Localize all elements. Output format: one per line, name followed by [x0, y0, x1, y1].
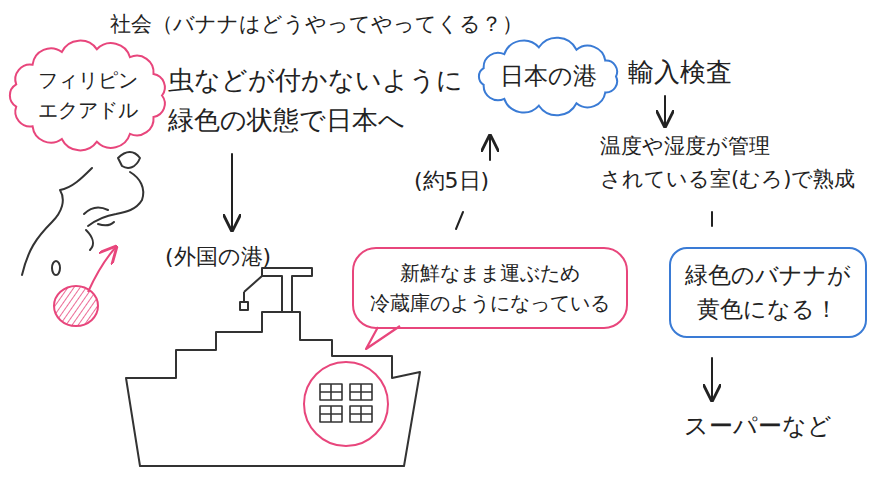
continent-coast	[22, 168, 92, 275]
philippines-oval	[54, 286, 98, 326]
note-text: (外国の港)	[165, 240, 271, 274]
arrow-down	[231, 154, 233, 230]
rounded-box: 緑色のバナナが 黄色になる！	[669, 247, 867, 338]
note-text: 虫などが付かないように 緑色の状態で日本へ	[168, 60, 464, 141]
island-north	[118, 152, 140, 168]
note-text: スーパーなど	[684, 408, 832, 445]
cloud-line	[478, 37, 616, 115]
small-island	[52, 261, 60, 275]
containers	[320, 384, 372, 422]
node-text: フィリピン エクアドル	[35, 65, 141, 125]
cloud-shape: フィリピン エクアドル	[6, 41, 170, 150]
cloud-shape: 日本の港	[473, 39, 624, 114]
node-text: 緑色のバナナが 黄色になる！	[684, 258, 852, 327]
crane-hook	[240, 276, 262, 310]
ship-hull	[126, 312, 420, 466]
map-sketch	[22, 152, 143, 275]
bubble-tail	[366, 326, 400, 349]
island-shikoku	[98, 222, 114, 225]
note-text: 輸入検査	[628, 52, 732, 92]
arrow-up	[489, 136, 491, 160]
leader-line	[456, 212, 463, 229]
ship-crane	[262, 268, 312, 312]
route-arrow	[88, 247, 116, 292]
island-south	[86, 230, 93, 250]
island-main-west	[84, 207, 108, 214]
note-text: (約5日)	[414, 164, 489, 198]
cloud-outline	[6, 41, 170, 150]
arrow-down	[664, 96, 666, 126]
node-text: 新鮮なまま運ぶため 冷蔵庫のようになっている	[367, 258, 613, 318]
node-text: 日本の港	[500, 58, 597, 94]
title: 社会（バナナはどうやってやってくる？）	[110, 8, 523, 41]
note-text: 温度や湿度が管理 されている室(むろ)で熟成	[600, 130, 865, 195]
arrow-down	[711, 358, 713, 400]
island-main	[88, 172, 143, 226]
cloud-line	[10, 40, 165, 150]
leader-line	[711, 212, 713, 226]
highlight-circle	[304, 362, 388, 446]
speech-bubble: 新鮮なまま運ぶため 冷蔵庫のようになっている	[352, 247, 628, 329]
